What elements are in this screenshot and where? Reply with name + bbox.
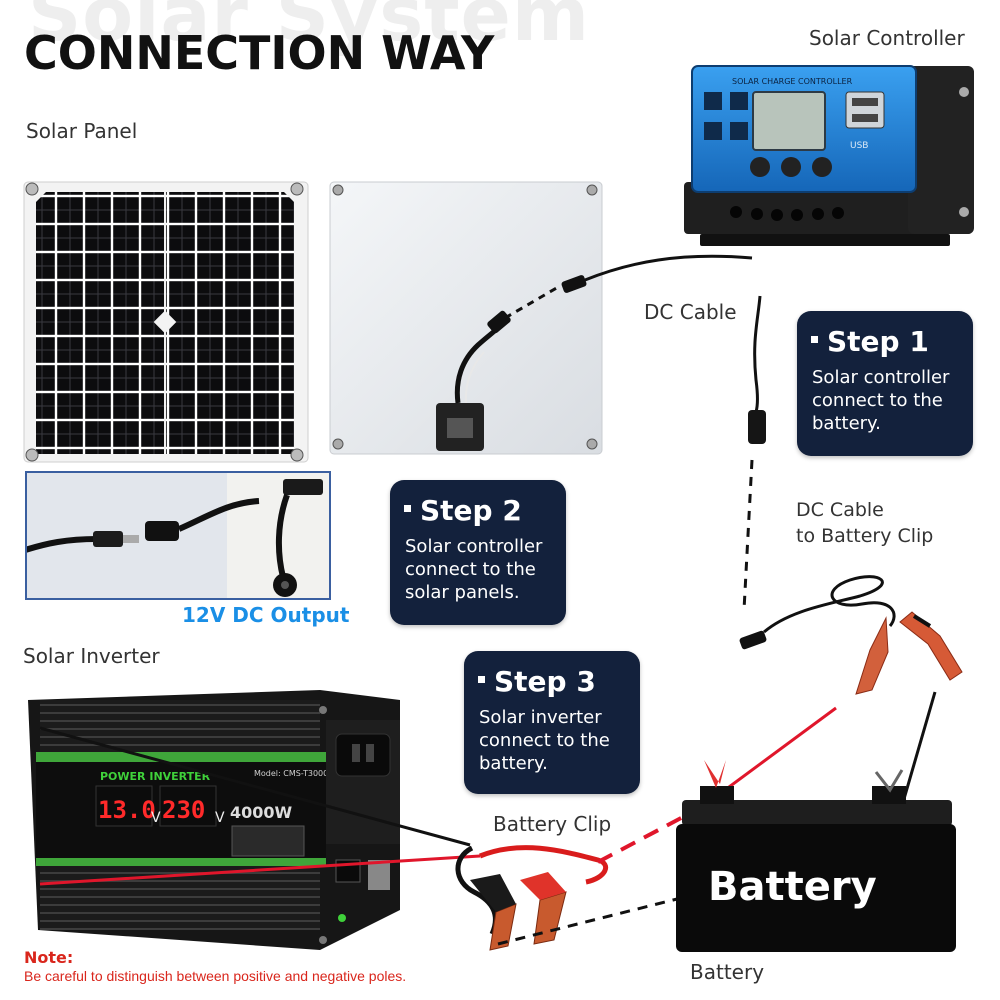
battery-device-label: Battery bbox=[708, 864, 877, 910]
label-battery-clip: Battery Clip bbox=[493, 812, 612, 836]
bullet-icon bbox=[478, 675, 485, 683]
step-2-title: Step 2 bbox=[420, 494, 522, 527]
inverter-brand-text: POWER INVERTER bbox=[100, 770, 211, 783]
inverter-battery-clips bbox=[39, 726, 609, 951]
label-dc-cable: DC Cable bbox=[644, 300, 737, 324]
label-solar-inverter: Solar Inverter bbox=[23, 644, 160, 668]
label-solar-panel: Solar Panel bbox=[26, 119, 138, 143]
watermark-text: Solar System bbox=[28, 0, 590, 58]
label-battery: Battery bbox=[690, 960, 765, 984]
battery-clip-cable-right bbox=[739, 575, 963, 695]
inverter-display-in: 13.0 bbox=[98, 796, 156, 824]
inverter-power-text: 4000W bbox=[230, 803, 293, 822]
bullet-icon bbox=[404, 504, 411, 512]
step-2-description: Solar controller connect to the solar pa… bbox=[405, 536, 543, 603]
step-1-title: Step 1 bbox=[827, 325, 929, 358]
inverter-display-out: 230 bbox=[162, 796, 205, 824]
step-3-description: Solar inverter connect to the battery. bbox=[479, 707, 610, 774]
inverter-unit-1: V bbox=[151, 810, 161, 826]
solar-panel-front bbox=[23, 181, 309, 463]
step-1-box: Step 1 Solar controller connect to the b… bbox=[797, 311, 973, 456]
bullet-icon bbox=[811, 335, 818, 343]
dc-cable-top bbox=[561, 254, 766, 444]
step-3-box: Step 3 Solar inverter connect to the bat… bbox=[464, 651, 640, 794]
battery-device: Battery bbox=[676, 760, 956, 952]
solar-charge-controller: SOLAR CHARGE CONTROLLER USB bbox=[684, 65, 974, 246]
solar-panel-back bbox=[329, 181, 603, 455]
step-2-box: Step 2 Solar controller connect to the s… bbox=[390, 480, 566, 625]
inverter-unit-2: V bbox=[215, 810, 225, 826]
dc-output-photo-illustration bbox=[27, 473, 329, 598]
label-solar-controller: Solar Controller bbox=[809, 26, 965, 50]
note-text: Be careful to distinguish between positi… bbox=[24, 968, 407, 984]
note-heading: Note: bbox=[24, 948, 74, 967]
step-3-title: Step 3 bbox=[494, 665, 596, 698]
dc-output-label: 12V DC Output bbox=[182, 603, 350, 627]
dc-output-photo bbox=[25, 471, 331, 600]
step-1-description: Solar controller connect to the battery. bbox=[812, 367, 950, 434]
page-title: CONNECTION WAY bbox=[24, 26, 495, 80]
controller-panel-text: SOLAR CHARGE CONTROLLER bbox=[732, 77, 853, 86]
inverter-model-text: Model: CMS-T3000 bbox=[254, 769, 328, 778]
label-dc-cable-battery-clip: DC Cable to Battery Clip bbox=[796, 499, 934, 547]
solar-inverter-device: 13.0 230 V V POWER INVERTER Model: CMS-T… bbox=[28, 690, 400, 950]
controller-usb-text: USB bbox=[850, 141, 868, 151]
